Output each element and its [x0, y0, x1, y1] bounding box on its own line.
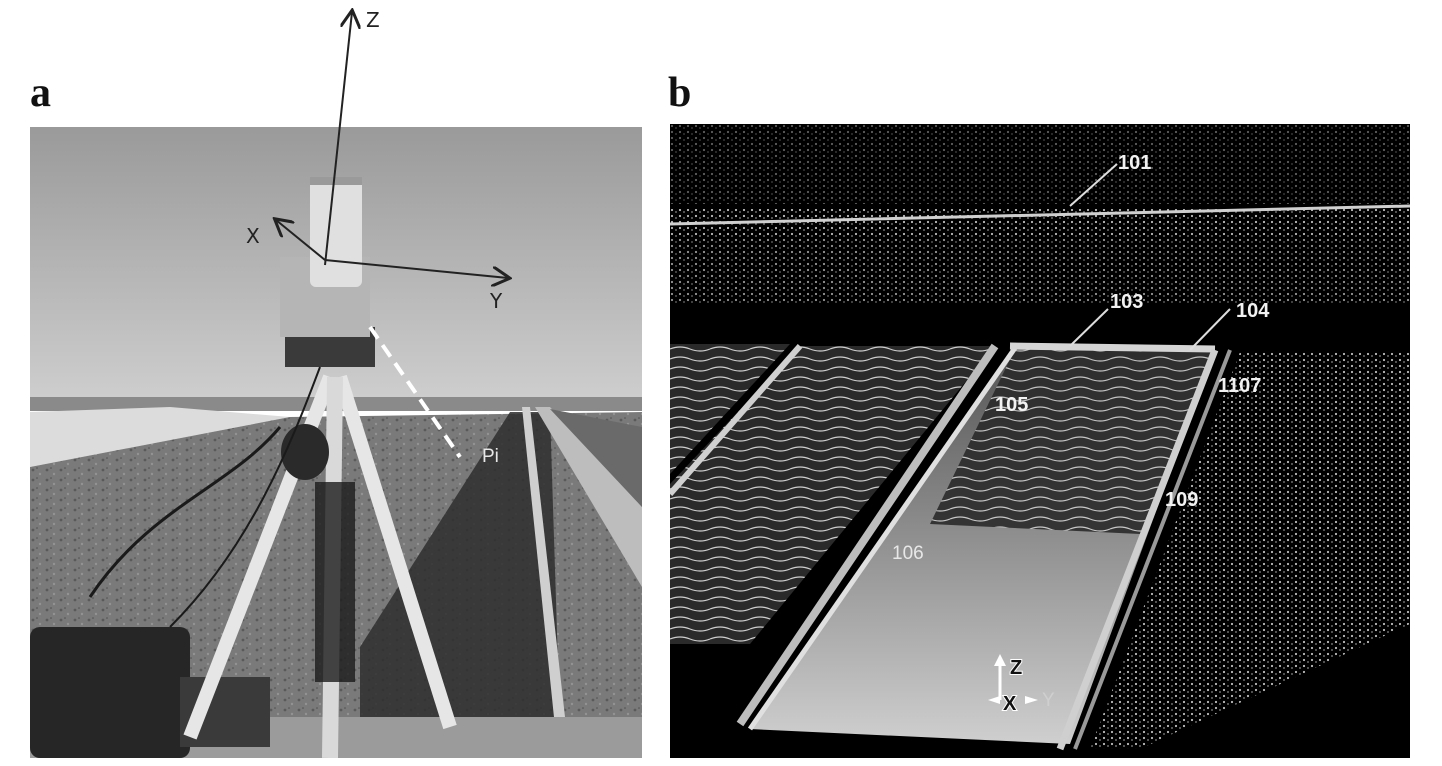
label-105: 105 [995, 394, 1028, 416]
x-axis-label: X [246, 224, 260, 248]
triad-y-label: Y [1042, 690, 1055, 711]
y-axis-arrow [324, 259, 508, 278]
label-106: 106 [892, 543, 924, 564]
point-cloud-image: 101 103 104 105 1107 109 106 Z X Y [670, 124, 1410, 758]
label-109: 109 [1165, 489, 1198, 511]
triad-x-label: X [1003, 693, 1017, 715]
panel-b-letter: b [668, 70, 692, 116]
label-103: 103 [1110, 291, 1143, 313]
point-cloud-scene: 101 103 104 105 1107 109 106 Z X Y [670, 124, 1410, 758]
label-104: 104 [1236, 300, 1270, 322]
panel-a-letter: a [30, 70, 51, 116]
triad-z-label: Z [1010, 657, 1022, 679]
point-label: Pi [482, 446, 499, 467]
label-1107: 1107 [1218, 375, 1261, 397]
y-axis-label: Y [489, 289, 503, 313]
scanner-photo: Pi [30, 127, 642, 758]
label-101: 101 [1118, 152, 1151, 174]
z-axis-label: Z [366, 8, 380, 32]
scanner-axes-overlay: Z X Y [246, 0, 700, 313]
point-cloud-axis-triad: Z X Y [988, 654, 1055, 716]
scanner-scene: Pi [30, 127, 642, 758]
x-axis-arrow [276, 220, 326, 261]
z-axis-arrow [324, 12, 352, 266]
